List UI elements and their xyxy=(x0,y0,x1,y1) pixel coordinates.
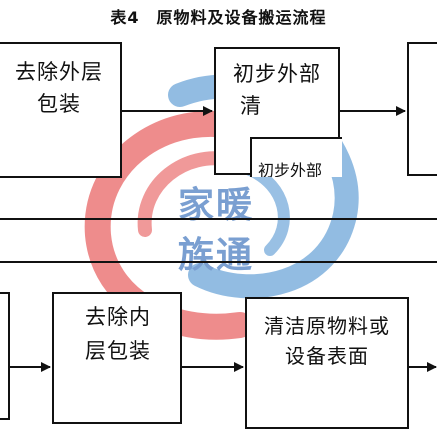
step-remove-outer-packaging xyxy=(0,42,122,178)
step-remove-outer-line2: 包装 xyxy=(37,92,81,116)
step-initial-clean-line1: 初步外部 xyxy=(233,62,321,86)
step-remove-inner-line2: 层包装 xyxy=(85,339,151,363)
step-clean-surface-line1: 清洁原物料或 xyxy=(264,314,390,338)
step-remove-inner-line1: 去除内 xyxy=(85,305,151,329)
step-remove-outer-line1: 去除外层 xyxy=(15,60,103,84)
watermark-text-line2: 族通 xyxy=(178,234,255,276)
step-remove-inner-packaging xyxy=(52,292,182,424)
step-next-right xyxy=(407,42,437,176)
step-initial-clean-overlap: 初步外部 xyxy=(250,137,342,177)
step-clean-surface-line2: 设备表面 xyxy=(285,344,369,368)
step-clean-material-surface xyxy=(245,297,409,429)
step-left-edge xyxy=(0,292,10,420)
step-initial-clean-line2: 清 xyxy=(240,94,262,118)
step-initial-clean-overlap-text: 初步外部 xyxy=(258,161,323,177)
diagram-title: 表4 原物料及设备搬运流程 xyxy=(110,8,327,27)
